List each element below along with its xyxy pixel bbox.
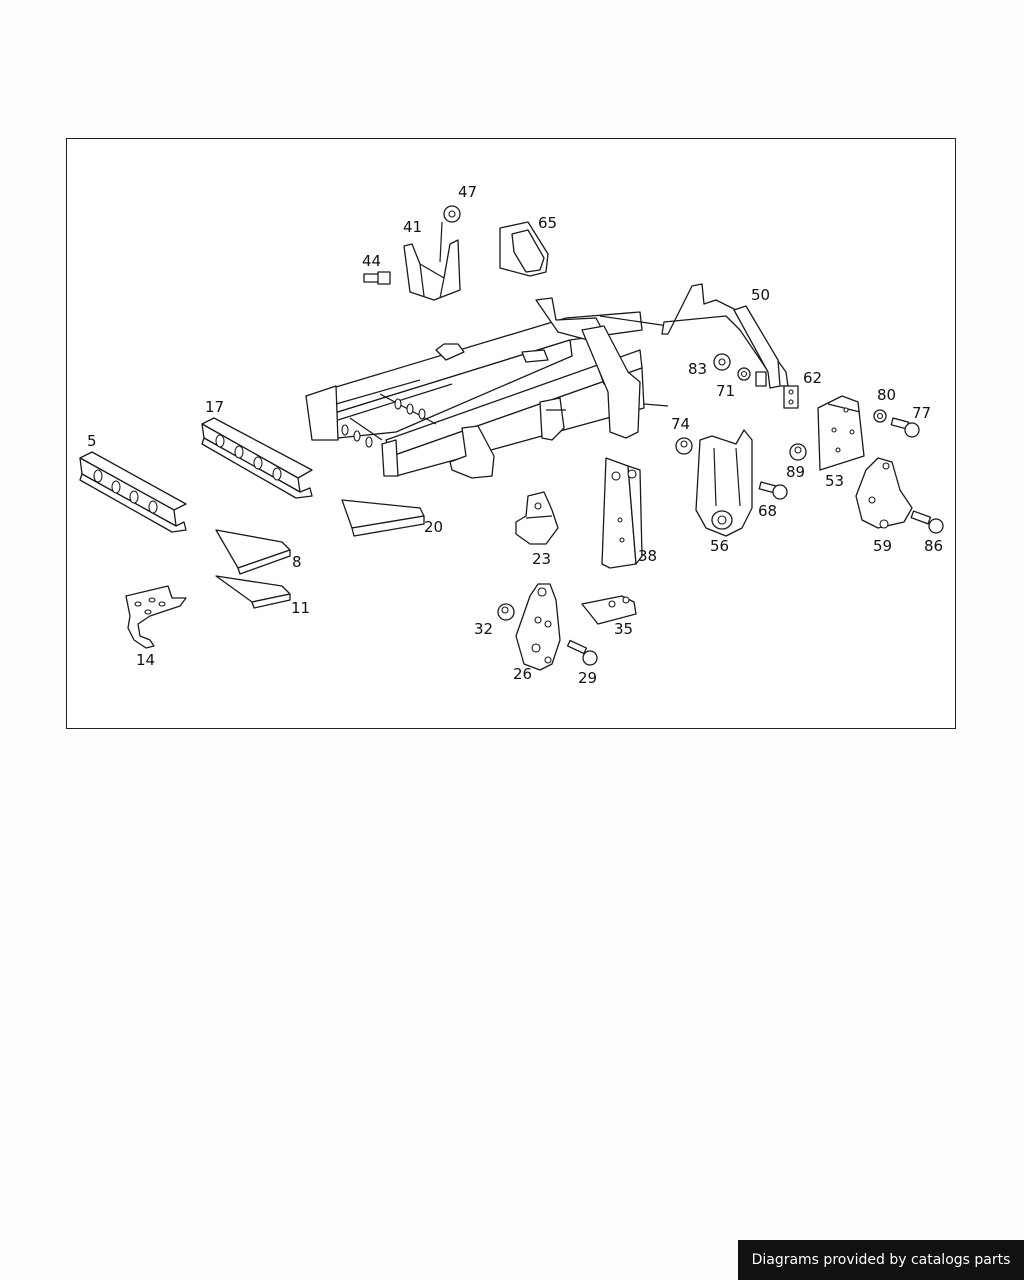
part-5-drawing: [79, 451, 187, 533]
part-23-drawing: [515, 491, 559, 545]
part-number-50: 50: [751, 286, 770, 304]
part-35-drawing: [581, 595, 637, 625]
part-20-drawing: [341, 499, 425, 537]
part-number-80: 80: [877, 386, 896, 404]
part-8-drawing: [215, 529, 291, 575]
part-number-41: 41: [403, 218, 422, 236]
part-62-drawing: [783, 385, 799, 409]
part-number-29: 29: [578, 669, 597, 687]
part-number-32: 32: [474, 620, 493, 638]
part-89-drawing: [789, 443, 807, 461]
part-26-drawing: [515, 583, 561, 671]
part-number-74: 74: [671, 415, 690, 433]
part-38-drawing: [601, 457, 643, 569]
part-41-drawing: [403, 239, 461, 301]
part-86-drawing: [910, 510, 944, 534]
part-number-56: 56: [710, 537, 729, 555]
part-74-drawing: [675, 437, 693, 455]
part-number-47: 47: [458, 183, 477, 201]
part-14-drawing: [125, 585, 187, 649]
part-number-8: 8: [292, 553, 302, 571]
part-number-17: 17: [205, 398, 224, 416]
part-number-20: 20: [424, 518, 443, 536]
part-number-26: 26: [513, 665, 532, 683]
part-number-71: 71: [716, 382, 735, 400]
chassis-frame-drawing: [305, 297, 669, 479]
part-80-drawing: [873, 409, 887, 423]
part-number-86: 86: [924, 537, 943, 555]
credit-banner: Diagrams provided by catalogs parts: [738, 1240, 1024, 1280]
part-47-drawing: [439, 205, 461, 263]
part-number-68: 68: [758, 502, 777, 520]
part-number-53: 53: [825, 472, 844, 490]
part-65-drawing: [499, 221, 549, 277]
part-number-14: 14: [136, 651, 155, 669]
part-number-5: 5: [87, 432, 97, 450]
part-number-65: 65: [538, 214, 557, 232]
part-number-59: 59: [873, 537, 892, 555]
part-number-23: 23: [532, 550, 551, 568]
part-77-drawing: [890, 417, 920, 438]
part-number-77: 77: [912, 404, 931, 422]
part-53-drawing: [817, 395, 865, 471]
part-56-drawing: [695, 429, 753, 537]
part-11-drawing: [215, 575, 291, 609]
part-83-drawing: [713, 353, 731, 371]
part-number-11: 11: [291, 599, 310, 617]
part-32-drawing: [497, 603, 515, 621]
part-number-83: 83: [688, 360, 707, 378]
part-number-35: 35: [614, 620, 633, 638]
part-number-44: 44: [362, 252, 381, 270]
part-44-drawing: [363, 271, 391, 285]
part-59-drawing: [855, 457, 913, 529]
part-50-drawing: [661, 283, 789, 389]
part-number-62: 62: [803, 369, 822, 387]
part-71-drawing: [737, 367, 751, 381]
part-29-drawing: [566, 639, 598, 666]
part-number-38: 38: [638, 547, 657, 565]
part-number-89: 89: [786, 463, 805, 481]
part-68-drawing: [758, 481, 788, 500]
part-17-drawing: [201, 417, 313, 499]
